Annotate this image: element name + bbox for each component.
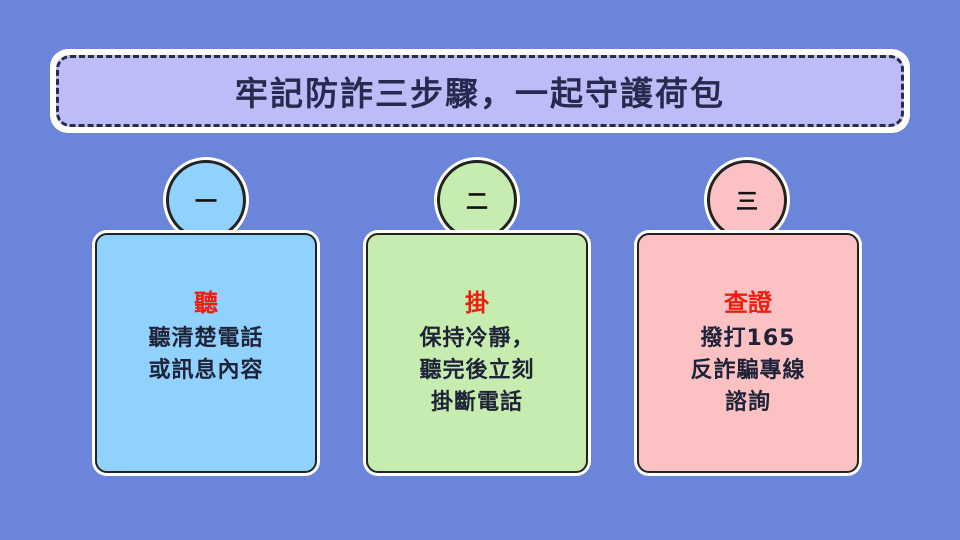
step-2-number-badge: 二 xyxy=(437,160,517,240)
page-title: 牢記防詐三步驟，一起守護荷包 xyxy=(235,74,725,113)
step-2-number: 二 xyxy=(465,190,488,215)
title-banner: 牢記防詐三步驟，一起守護荷包 xyxy=(50,49,910,133)
step-3-line-2: 反詐騙專線 xyxy=(690,358,806,383)
step-3-line-3: 諮詢 xyxy=(724,390,771,415)
step-2-heading: 掛 xyxy=(465,289,489,317)
step-2-card: 掛 保持冷靜， 聽完後立刻 掛斷電話 xyxy=(366,233,588,473)
step-2-line-1: 保持冷靜， xyxy=(419,326,535,351)
step-1-number: 一 xyxy=(194,190,217,215)
step-1-card: 聽 聽清楚電話 或訊息內容 xyxy=(95,233,317,473)
step-3-number: 三 xyxy=(735,190,758,215)
step-2-line-3: 掛斷電話 xyxy=(430,390,523,415)
step-3-card: 查證 撥打165 反詐騙專線 諮詢 xyxy=(637,233,859,473)
step-1-number-badge: 一 xyxy=(166,160,246,240)
step-2-line-2: 聽完後立刻 xyxy=(419,358,535,383)
step-3-line-1: 撥打165 xyxy=(700,326,796,351)
title-banner-inner: 牢記防詐三步驟，一起守護荷包 xyxy=(56,55,904,127)
step-1-line-2: 或訊息內容 xyxy=(148,358,264,383)
step-1-heading: 聽 xyxy=(194,289,218,317)
step-3-heading: 查證 xyxy=(724,289,772,317)
step-3-number-badge: 三 xyxy=(707,160,787,240)
step-1-line-1: 聽清楚電話 xyxy=(148,326,264,351)
